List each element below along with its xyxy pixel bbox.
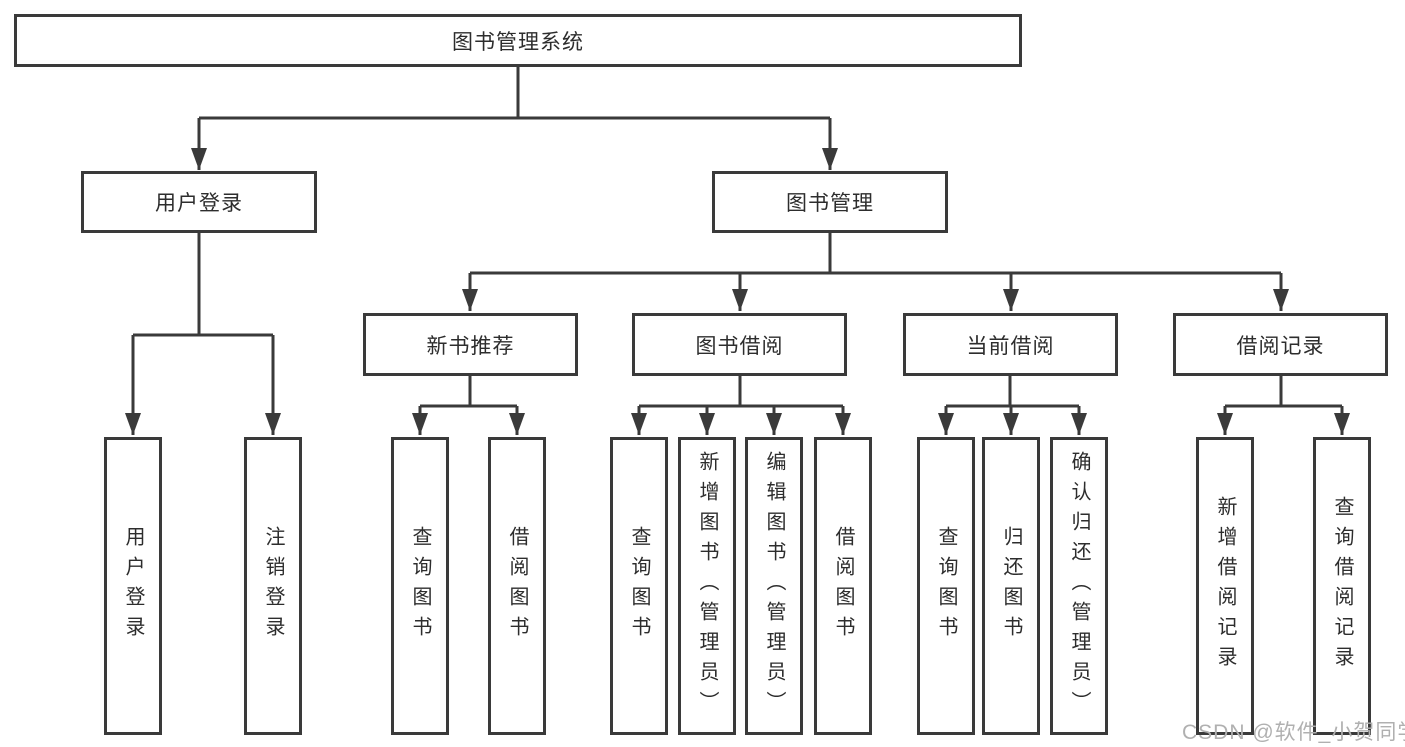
node-book-borrowing: 图书借阅 [632, 313, 847, 376]
connector-book-mgmt-branch [462, 231, 1289, 311]
node-book-management: 图书管理 [712, 171, 948, 233]
leaf-newbook-borrow-book: 借阅图书 [488, 437, 546, 735]
node-root-library-system: 图书管理系统 [14, 14, 1022, 67]
connector-root-to-level2 [191, 66, 838, 170]
connector-book-borrow-branch [631, 375, 851, 435]
leaf-records-add-borrow-record: 新增借阅记录 [1196, 437, 1254, 735]
connector-borrow-records-branch [1217, 375, 1350, 435]
node-current-borrowing: 当前借阅 [903, 313, 1118, 376]
connector-current-borrow-branch [938, 375, 1087, 435]
connector-new-books-branch [412, 375, 525, 435]
leaf-records-query-borrow-record: 查询借阅记录 [1313, 437, 1371, 735]
leaf-borrow-query-book: 查询图书 [610, 437, 668, 735]
node-user-login: 用户登录 [81, 171, 317, 233]
leaf-logout-login: 注销登录 [244, 437, 302, 735]
connector-user-login-branch [125, 231, 281, 435]
leaf-borrow-borrow-book: 借阅图书 [814, 437, 872, 735]
leaf-borrow-add-book-admin: 新增图书（管理员） [678, 437, 736, 735]
leaf-borrow-edit-book-admin: 编辑图书（管理员） [745, 437, 803, 735]
csdn-watermark: CSDN @软件_小贺同学 [1182, 721, 1405, 744]
leaf-current-query-book: 查询图书 [917, 437, 975, 735]
node-new-book-recommend: 新书推荐 [363, 313, 578, 376]
leaf-newbook-query-book: 查询图书 [391, 437, 449, 735]
leaf-current-confirm-return-admin: 确认归还（管理员） [1050, 437, 1108, 735]
node-borrowing-records: 借阅记录 [1173, 313, 1388, 376]
leaf-current-return-book: 归还图书 [982, 437, 1040, 735]
leaf-user-login: 用户登录 [104, 437, 162, 735]
